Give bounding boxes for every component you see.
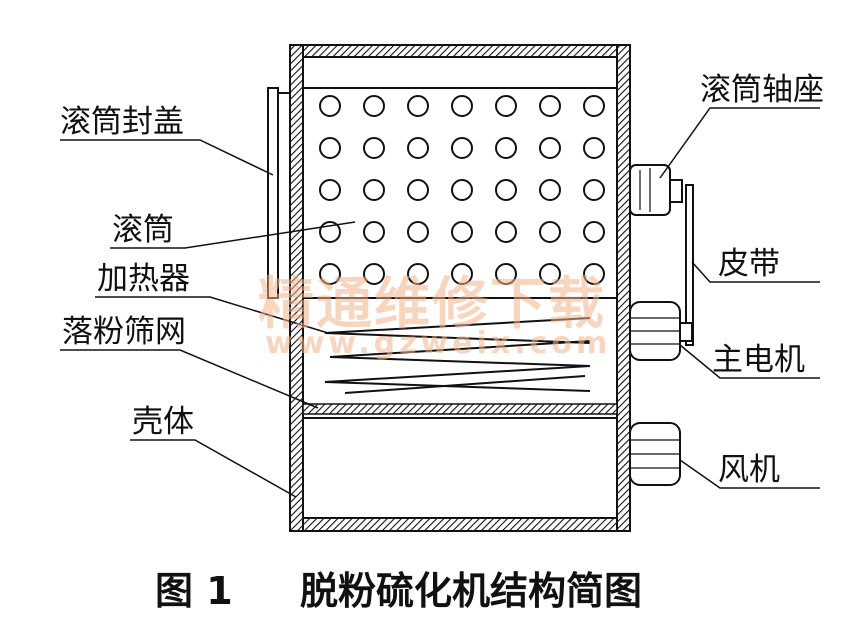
shell-walls <box>289 44 631 532</box>
label-belt: 皮带 <box>718 246 780 282</box>
drum-hole <box>495 95 517 117</box>
drum-hole <box>583 221 605 243</box>
label-drum: 滚筒 <box>112 212 174 248</box>
watermark-url: www.gzweix.com <box>265 326 611 361</box>
belt <box>685 184 694 346</box>
drum-hole <box>451 263 473 285</box>
drum-hole <box>407 137 429 159</box>
drum-hole <box>407 95 429 117</box>
drum-holes <box>319 95 605 285</box>
drum-hole <box>363 263 385 285</box>
drum-hole <box>451 179 473 201</box>
drum-hole <box>495 137 517 159</box>
drum-hole <box>539 221 561 243</box>
drum-hole <box>451 221 473 243</box>
label-main-motor: 主电机 <box>712 342 805 378</box>
drum-hole <box>539 179 561 201</box>
drum-hole <box>495 179 517 201</box>
drum-hole <box>319 263 341 285</box>
drum-hole <box>539 263 561 285</box>
heater-tubes <box>324 317 591 394</box>
label-fan: 风机 <box>718 452 780 488</box>
drum-hole <box>583 263 605 285</box>
leader-lines <box>60 107 820 498</box>
fan <box>629 422 681 486</box>
drum-hole <box>407 263 429 285</box>
drum-hole <box>539 137 561 159</box>
drum-hole <box>451 137 473 159</box>
drum-bearing-seat <box>629 164 683 216</box>
figure-title: 脱粉硫化机结构简图 <box>300 569 642 613</box>
label-shell: 壳体 <box>132 404 194 440</box>
figure-number: 图 1 <box>155 569 233 613</box>
drum-hole <box>495 263 517 285</box>
drum-hole <box>363 95 385 117</box>
drum-hole <box>363 179 385 201</box>
drum-hole <box>363 137 385 159</box>
label-drum-bearing: 滚筒轴座 <box>700 72 824 108</box>
label-heater: 加热器 <box>97 261 190 297</box>
watermark-cn: 精通维修下载 <box>258 271 606 337</box>
drum-hole <box>407 179 429 201</box>
drum-hole <box>583 179 605 201</box>
drum-cover-plate <box>267 87 290 299</box>
drum-hole <box>583 137 605 159</box>
label-drum-cover: 滚筒封盖 <box>60 104 184 140</box>
drum-hole <box>539 95 561 117</box>
drum-hole <box>451 95 473 117</box>
drum-hole <box>495 221 517 243</box>
drum-hole <box>319 179 341 201</box>
drum-hole <box>407 221 429 243</box>
label-powder-screen: 落粉筛网 <box>62 314 186 350</box>
drum-hole <box>363 221 385 243</box>
powder-screen <box>302 403 618 419</box>
drum-hole <box>583 95 605 117</box>
main-motor <box>629 301 693 361</box>
drum-hole <box>319 137 341 159</box>
drum-hole <box>319 95 341 117</box>
